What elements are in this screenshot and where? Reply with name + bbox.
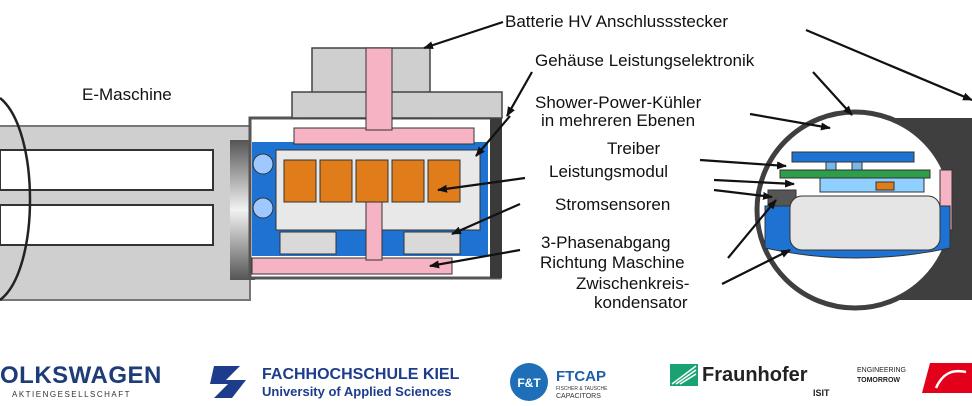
power-module-cell — [355, 159, 389, 203]
label-current-sensors: Stromsensoren — [555, 195, 671, 214]
seal-ring-top — [252, 153, 274, 175]
fraunhofer-logo: Fraunhofer — [702, 364, 808, 386]
label-driver: Treiber — [607, 139, 661, 158]
label-power-module: Leistungsmodul — [549, 162, 669, 181]
current-sensor-right — [403, 231, 461, 255]
motor-winding-bottom — [0, 204, 214, 246]
board-component — [825, 161, 837, 171]
fraunhofer-isit: ISIT — [813, 388, 830, 398]
fraunhofer-emblem — [670, 364, 698, 386]
cross-section-view — [754, 109, 972, 311]
ftcap-name: FTCAP — [556, 368, 606, 385]
seal-ring-bottom — [252, 197, 274, 219]
ftcap-subtitle-1: FISCHER & TAUSCHE — [556, 386, 608, 392]
label-battery-connector: Batterie HV Anschlussstecker — [505, 12, 728, 31]
power-module-cell — [283, 159, 317, 203]
motor-end-curve — [0, 97, 32, 301]
green-board — [779, 169, 931, 179]
callout-arrows — [423, 20, 972, 285]
fh-kiel-emblem — [210, 366, 246, 398]
label-housing: Gehäuse Leistungselektronik — [535, 51, 755, 70]
engineering-tomorrow-1: ENGINEERING — [857, 367, 907, 374]
power-module-cell — [427, 159, 461, 203]
volkswagen-logo: OLKSWAGEN — [0, 362, 162, 389]
label-phase-line2: Richtung Maschine — [540, 253, 685, 272]
housing-wall-right — [490, 118, 502, 278]
fh-kiel-name: FACHHOCHSCHULE KIEL — [262, 366, 460, 383]
fh-kiel-subtitle: University of Applied Sciences — [262, 384, 452, 399]
power-module-cell — [319, 159, 353, 203]
module-strip — [819, 177, 925, 193]
motor-winding-top — [0, 149, 214, 191]
capacitor-body — [789, 195, 941, 251]
connector-pin — [365, 47, 393, 131]
driver-board — [791, 151, 915, 163]
label-phase-line1: 3-Phasenabgang — [541, 233, 671, 252]
ftcap-emblem: F&T — [510, 363, 548, 401]
label-cooler-line1: Shower-Power-Kühler — [535, 93, 702, 112]
danfoss-emblem — [922, 363, 972, 393]
hv-connector — [291, 47, 503, 131]
power-module-cell — [391, 159, 425, 203]
module-chip — [875, 181, 895, 191]
label-e-machine: E-Maschine — [82, 85, 172, 104]
engineering-tomorrow-2: TOMORROW — [857, 377, 901, 384]
label-capacitor-line1: Zwischenkreis- — [576, 274, 690, 293]
label-cooler-line2: in mehreren Ebenen — [541, 111, 696, 130]
power-module-row — [279, 159, 461, 255]
ftcap-subtitle-2: CAPACITORS — [556, 393, 601, 400]
pink-busbar-bottom — [251, 257, 453, 275]
current-sensor-left — [279, 231, 337, 255]
e-machine-body — [0, 97, 255, 301]
pink-phase-conductor — [365, 199, 383, 261]
volkswagen-subtitle: AKTIENGESELLSCHAFT — [12, 390, 132, 399]
board-component — [851, 161, 863, 171]
label-capacitor-line2: kondensator — [594, 293, 688, 312]
ftcap-badge-text: F&T — [517, 376, 541, 390]
